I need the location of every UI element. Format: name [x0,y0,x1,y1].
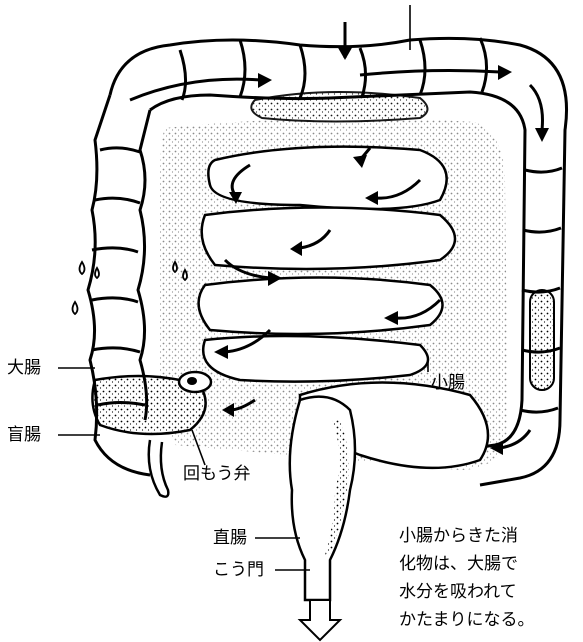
label-rectum: 直腸 [213,530,247,547]
label-ileocecal-valve: 回もう弁 [183,466,251,483]
label-small-intestine: 小腸 [431,375,465,392]
appendix [149,440,169,497]
caption-line: 小腸からきた消 [399,522,535,550]
descending-colon-segment [530,290,554,390]
caption: 小腸からきた消 化物は、大腸で 水分を吸われて かたまりになる。 [399,522,535,634]
transverse-colon-fold [251,92,427,122]
caption-line: 化物は、大腸で [399,550,535,578]
label-large-intestine: 大腸 [7,360,41,377]
ileocecal-valve-hole [187,377,197,385]
label-cecum: 盲腸 [7,427,41,444]
label-anus: こう門 [213,562,264,579]
caption-line: かたまりになる。 [399,606,535,634]
exit-arrow [300,600,340,640]
caption-line: 水分を吸われて [399,578,535,606]
